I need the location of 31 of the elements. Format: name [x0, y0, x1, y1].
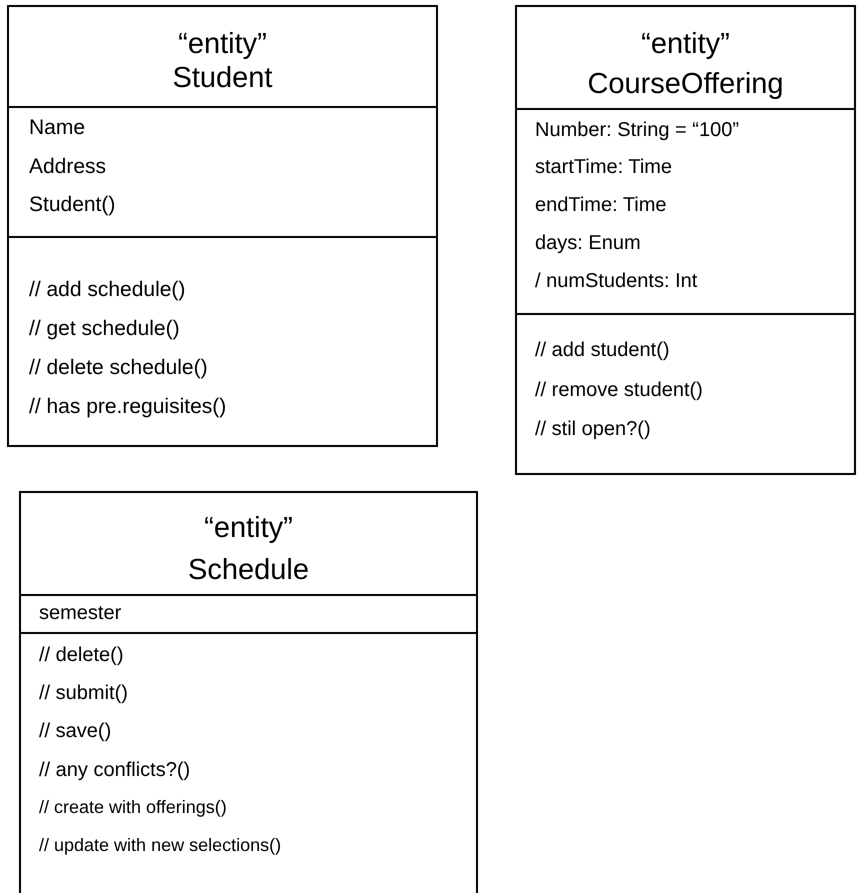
member-text: // delete schedule()	[29, 355, 208, 381]
member-text: // get schedule()	[29, 316, 180, 342]
member-text: // add student()	[535, 338, 670, 362]
class-box	[19, 491, 478, 893]
class-name: Student	[172, 60, 274, 96]
member-text: startTime: Time	[535, 155, 672, 179]
member-text: // has pre.reguisites()	[29, 394, 226, 420]
member-text: Name	[29, 115, 86, 141]
member-text: // submit()	[39, 681, 128, 705]
member-text: days: Enum	[535, 231, 641, 255]
member-text: // remove student()	[535, 378, 703, 402]
member-text: endTime: Time	[535, 193, 667, 217]
member-text: // create with offerings()	[39, 797, 227, 819]
member-text: Address	[29, 154, 106, 180]
member-text: / numStudents: Int	[535, 269, 698, 293]
stereotype-label: “entity”	[177, 26, 268, 62]
class-name: Schedule	[187, 552, 310, 588]
member-text: // delete()	[39, 643, 124, 667]
member-text: Number: String = “100”	[535, 118, 739, 142]
member-text: // add schedule()	[29, 277, 186, 303]
member-text: // any conflicts?()	[39, 758, 190, 782]
stereotype-label: “entity”	[640, 26, 731, 62]
member-text: // update with new selections()	[39, 835, 282, 857]
stereotype-label: “entity”	[203, 510, 294, 546]
class-box	[515, 5, 856, 475]
class-name: CourseOffering	[586, 66, 785, 102]
class-box	[7, 5, 438, 447]
member-text: // stil open?()	[535, 417, 651, 441]
member-text: Student()	[29, 192, 116, 218]
member-text: // save()	[39, 719, 112, 743]
member-text: semester	[39, 601, 122, 625]
